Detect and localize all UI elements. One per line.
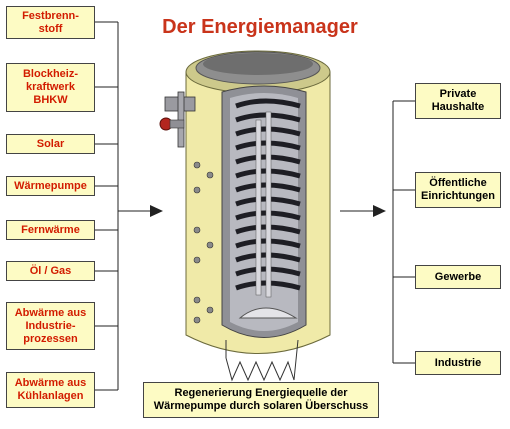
source-abwaerme-kuehlanlagen: Abwärme aus Kühlanlagen [6,372,95,408]
source-bhkw: Blockheiz- kraftwerk BHKW [6,63,95,112]
source-waermepumpe: Wärmepumpe [6,176,95,196]
source-festbrennstoff: Festbrenn- stoff [6,6,95,39]
consumer-private-haushalte: Private Haushalte [415,83,501,119]
storage-tank-illustration [159,50,331,382]
consumer-oeffentliche-einrichtungen: Öffentliche Einrichtungen [415,172,501,208]
source-connector-lines [95,21,152,391]
source-solar: Solar [6,134,95,154]
regeneration-note: Regenerierung Energiequelle der Wärmepum… [143,382,379,418]
input-arrow [150,205,163,217]
source-fernwaerme: Fernwärme [6,220,95,240]
output-arrow [373,205,386,217]
source-abwaerme-industrie: Abwärme aus Industrie- prozessen [6,302,95,350]
source-oel-gas: Öl / Gas [6,261,95,281]
consumer-gewerbe: Gewerbe [415,265,501,289]
consumer-industrie: Industrie [415,351,501,375]
diagram-title: Der Energiemanager [162,16,358,38]
consumer-connector-lines [340,100,415,364]
